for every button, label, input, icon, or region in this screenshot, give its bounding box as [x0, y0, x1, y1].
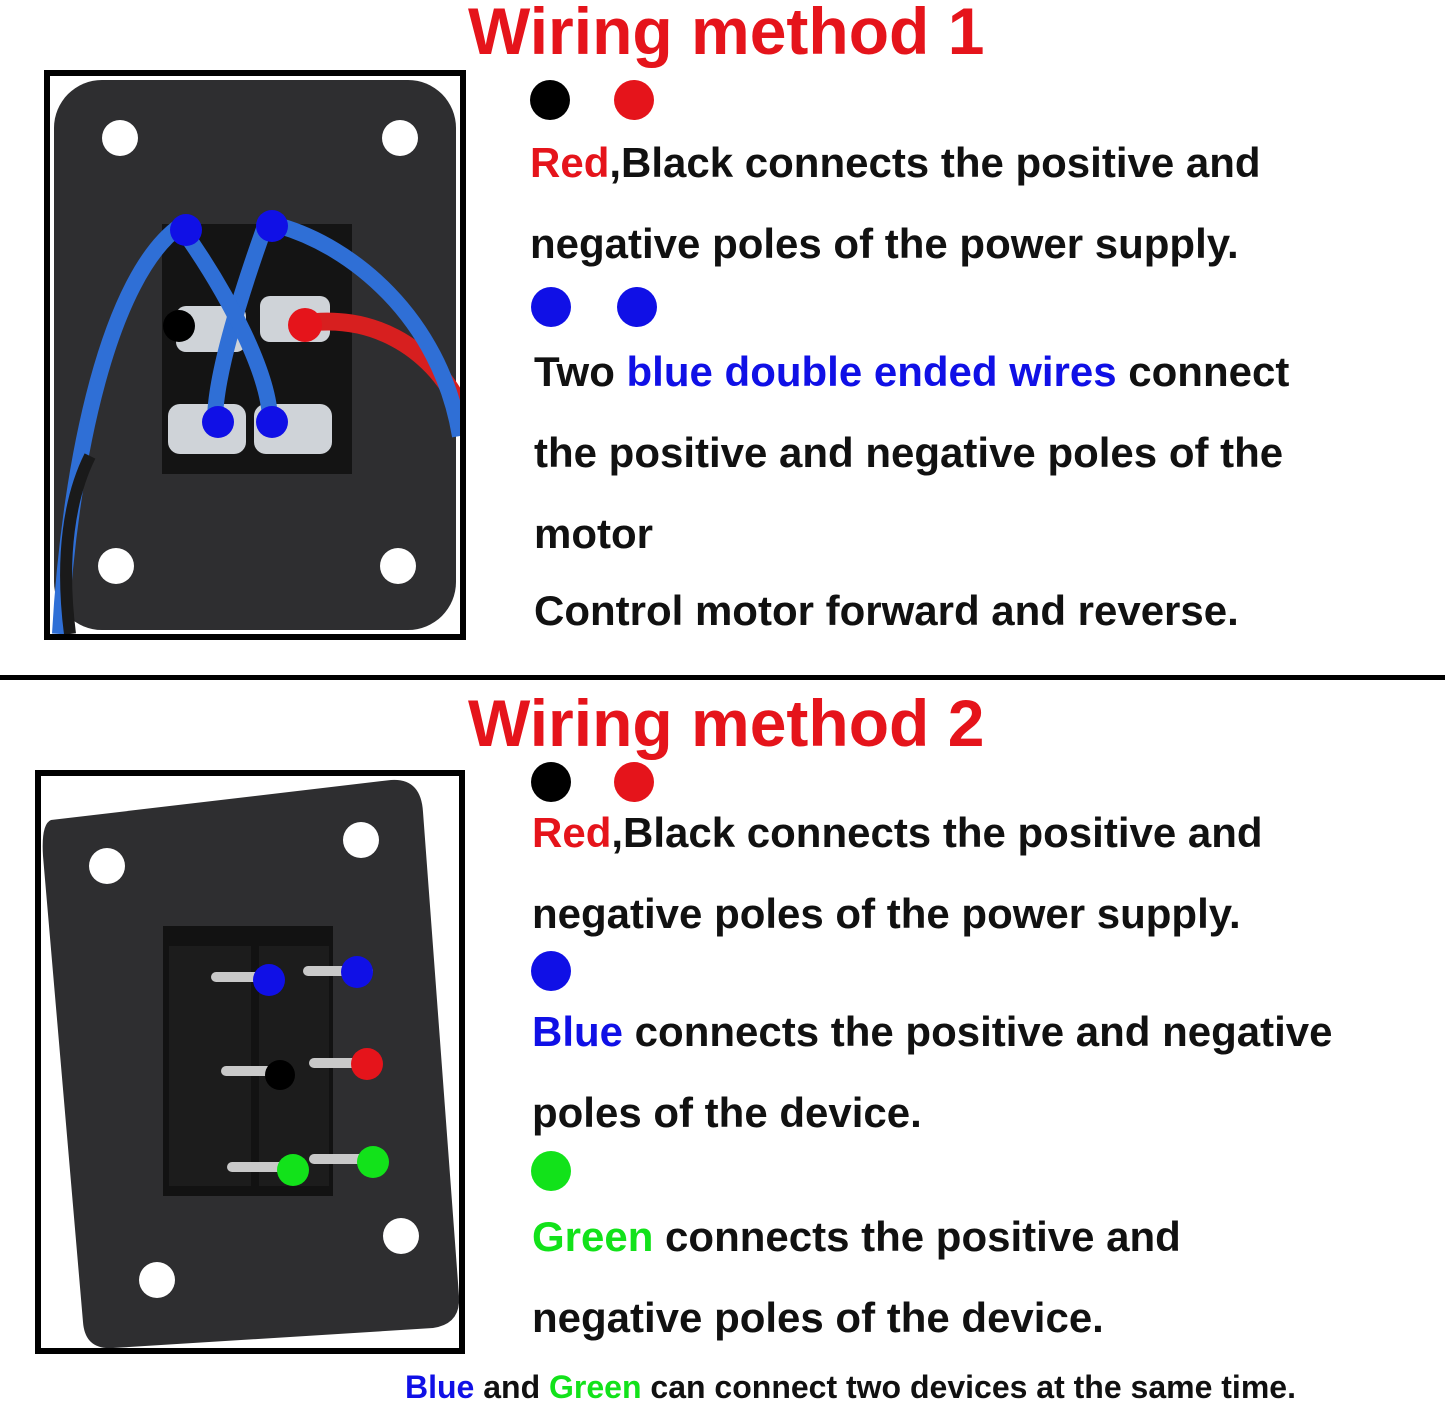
legend-dot-blue [617, 287, 657, 327]
terminal-dot-green [357, 1146, 389, 1178]
footer-green-word: Green [549, 1369, 642, 1405]
red-word: Red [532, 809, 612, 856]
legend-dot-blue [531, 951, 571, 991]
blue-word: Blue [532, 1008, 624, 1055]
terminal-dot-red [351, 1048, 383, 1080]
method1-motor-line1: Two blue double ended wires connect [534, 349, 1289, 395]
terminal-dot-blue [253, 964, 285, 996]
method2-blue-line1: Blue connects the positive and negative [532, 1009, 1333, 1055]
legend-dot-red [614, 80, 654, 120]
legend-dot-red [614, 762, 654, 802]
method2-power-line2: negative poles of the power supply. [532, 890, 1241, 937]
legend-dot-blue [531, 287, 571, 327]
motor-tail: connect [1116, 348, 1290, 395]
footer-blue-word: Blue [405, 1369, 475, 1405]
method1-motor-line3: motor [534, 510, 653, 557]
footer-and: and [474, 1369, 550, 1405]
footer-note: Blue and Green can connect two devices a… [405, 1369, 1296, 1405]
terminal-dot-blue [256, 210, 288, 242]
rocker-switch-terminals-icon [42, 779, 459, 1348]
method1-power-line2: negative poles of the power supply. [530, 220, 1239, 267]
terminal-dot-blue [170, 214, 202, 246]
method1-photo [44, 70, 466, 640]
method1-motor-line2: the positive and negative poles of the [534, 429, 1284, 476]
terminal-dot-green [277, 1154, 309, 1186]
terminal-dot-blue [202, 406, 234, 438]
method1-title: Wiring method 1 [468, 0, 985, 68]
legend-dot-black [530, 80, 570, 120]
green-text: connects the positive and [653, 1213, 1181, 1260]
method2-power-line1: Red,Black connects the positive and [532, 810, 1263, 856]
legend-dot-green [531, 1151, 571, 1191]
terminal-dot-blue [341, 956, 373, 988]
method2-green-line2: negative poles of the device. [532, 1294, 1104, 1341]
method1-motor-line4: Control motor forward and reverse. [534, 587, 1239, 634]
terminal-dot-black [163, 310, 195, 342]
section-divider [0, 675, 1445, 680]
power-text: ,Black connects the positive and [611, 809, 1263, 856]
method2-blue-line2: poles of the device. [532, 1089, 922, 1136]
red-word: Red [530, 139, 610, 186]
blue-phrase: blue double ended wires [626, 348, 1117, 395]
rocker-switch-wired-icon [52, 80, 460, 634]
method2-title: Wiring method 2 [468, 686, 985, 760]
method2-green-line1: Green connects the positive and [532, 1214, 1181, 1260]
terminal-dot-blue [256, 406, 288, 438]
legend-dot-black [531, 762, 571, 802]
motor-lead: Two [534, 348, 627, 395]
method1-power-line1: Red,Black connects the positive and [530, 140, 1261, 186]
blue-text: connects the positive and negative [623, 1008, 1333, 1055]
method2-photo [35, 770, 465, 1354]
terminal-dot-black [265, 1060, 295, 1090]
power-text: ,Black connects the positive and [609, 139, 1261, 186]
terminal-dot-red [288, 308, 322, 342]
footer-rest: can connect two devices at the same time… [641, 1369, 1296, 1405]
green-word: Green [532, 1213, 654, 1260]
